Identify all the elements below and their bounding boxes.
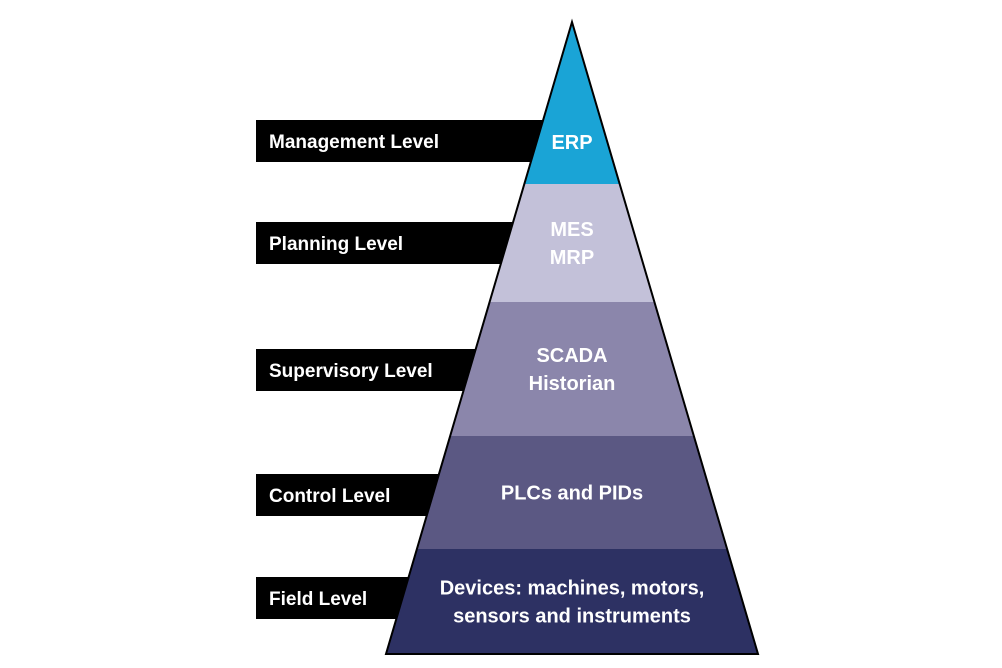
supervisory-level-label: Supervisory Level [269, 361, 433, 382]
control-level-label: Control Level [269, 486, 390, 507]
management-level-label: Management Level [269, 132, 439, 153]
planning-level-tier [489, 184, 655, 302]
planning-level-tier-text: MES [550, 219, 593, 241]
management-level-tier-text: ERP [551, 132, 592, 154]
planning-level-bar [256, 222, 518, 264]
management-level-tier [524, 22, 620, 184]
planning-level-tier-text: MRP [550, 247, 594, 269]
field-level-tier-text: Devices: machines, motors, [440, 578, 705, 600]
control-level-tier [416, 436, 728, 549]
supervisory-level-tier-text: Historian [529, 373, 616, 395]
control-level-tier-text: PLCs and PIDs [501, 483, 643, 505]
supervisory-level-tier [450, 302, 694, 436]
control-level-bar [256, 474, 446, 516]
pyramid-outline [384, 18, 760, 655]
field-level-label: Field Level [269, 589, 367, 610]
field-level-bar [256, 577, 416, 619]
supervisory-level-bar [256, 349, 484, 391]
management-level-bar [256, 120, 556, 162]
supervisory-level-tier-text: SCADA [536, 345, 607, 367]
field-level-tier-text: sensors and instruments [453, 606, 691, 628]
field-level-tier [386, 549, 758, 654]
planning-level-label: Planning Level [269, 234, 403, 255]
